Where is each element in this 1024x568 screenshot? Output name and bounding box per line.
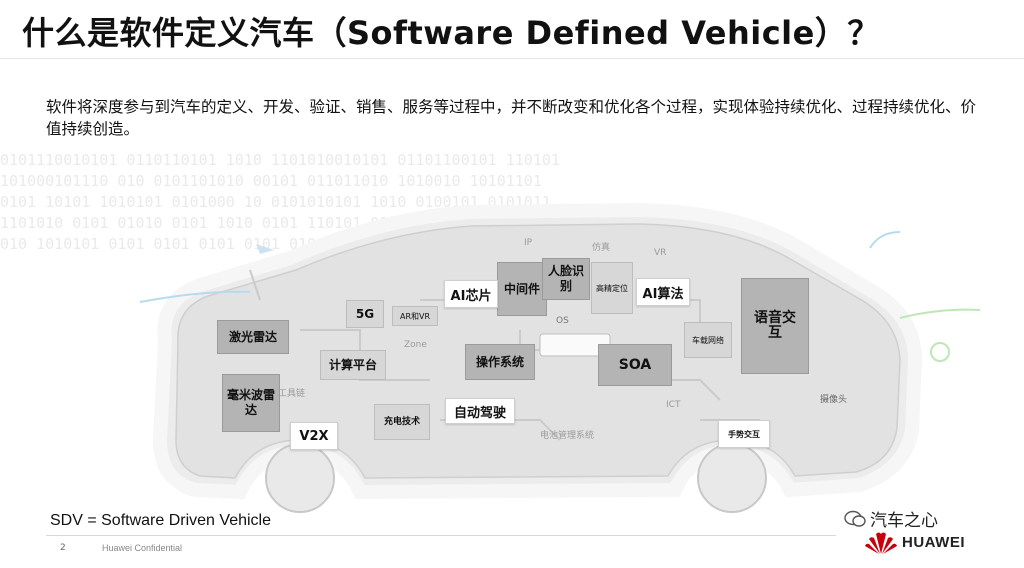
chip-operating-system: 操作系统 <box>465 344 535 380</box>
wechat-icon <box>844 510 866 527</box>
huawei-logo-icon <box>865 532 897 554</box>
chip-middleware: 中间件 <box>497 262 547 316</box>
label-industrial: 工具链 <box>278 389 306 399</box>
chip-face-recognition: 人脸识别 <box>542 258 590 300</box>
chip-vehicle-network: 车载网络 <box>684 322 732 358</box>
label-camera: 摄像头 <box>820 395 848 405</box>
chip-hd-positioning: 高精定位 <box>591 262 633 314</box>
tag-autonomous-driving: 自动驾驶 <box>445 398 515 424</box>
tag-ai-algorithm: AI算法 <box>636 278 690 306</box>
label-os: OS <box>556 316 569 326</box>
label-zone: Zone <box>404 340 427 350</box>
chip-soa: SOA <box>598 344 672 386</box>
binary-line: 101000101110 010 0101101010 00101 011011… <box>0 172 542 190</box>
chip-charging-tech: 充电技术 <box>374 404 430 440</box>
description-text: 软件将深度参与到汽车的定义、开发、验证、销售、服务等过程中，并不断改变和优化各个… <box>46 98 977 138</box>
label-ict: ICT <box>666 400 681 410</box>
blue-accent-right <box>869 231 901 249</box>
plane-icon <box>256 244 274 254</box>
page-number: 2 <box>60 543 66 553</box>
huawei-brand: HUAWEI <box>902 534 965 551</box>
binary-line: 0101 10101 1010101 0101000 10 0101010101… <box>0 193 551 211</box>
title-divider <box>0 58 1024 59</box>
blue-accent-left <box>139 290 251 303</box>
page-title: 什么是软件定义汽车（Software Defined Vehicle）？ <box>22 14 880 52</box>
label-ip: IP <box>524 238 533 248</box>
green-dot-icon <box>930 342 950 362</box>
wechat-account-name: 汽车之心 <box>870 511 938 531</box>
label-vr: VR <box>654 248 667 258</box>
tag-gesture-interaction: 手势交互 <box>718 420 770 448</box>
chip-ar-vr: AR和VR <box>392 306 438 326</box>
tag-ai-chip: AI芯片 <box>444 280 498 308</box>
label-bms: 电池管理系统 <box>540 431 595 441</box>
binary-line: 0101110010101 0110110101 1010 1101010010… <box>0 151 560 169</box>
sdv-definition: SDV = Software Driven Vehicle <box>50 512 271 529</box>
footer-divider <box>46 535 836 536</box>
tag-v2x: V2X <box>290 422 338 450</box>
chip-5g: 5G <box>346 300 384 328</box>
chip-compute-platform: 计算平台 <box>320 350 386 380</box>
confidential-label: Huawei Confidential <box>102 543 183 553</box>
chip-voice-interaction: 语音交互 <box>741 278 809 374</box>
chip-mmwave-radar: 毫米波雷达 <box>222 374 280 432</box>
rear-wheel <box>697 443 767 513</box>
chip-lidar: 激光雷达 <box>217 320 289 354</box>
front-wheel <box>265 443 335 513</box>
green-accent <box>899 308 981 319</box>
label-top-mid: 仿真 <box>592 243 611 253</box>
